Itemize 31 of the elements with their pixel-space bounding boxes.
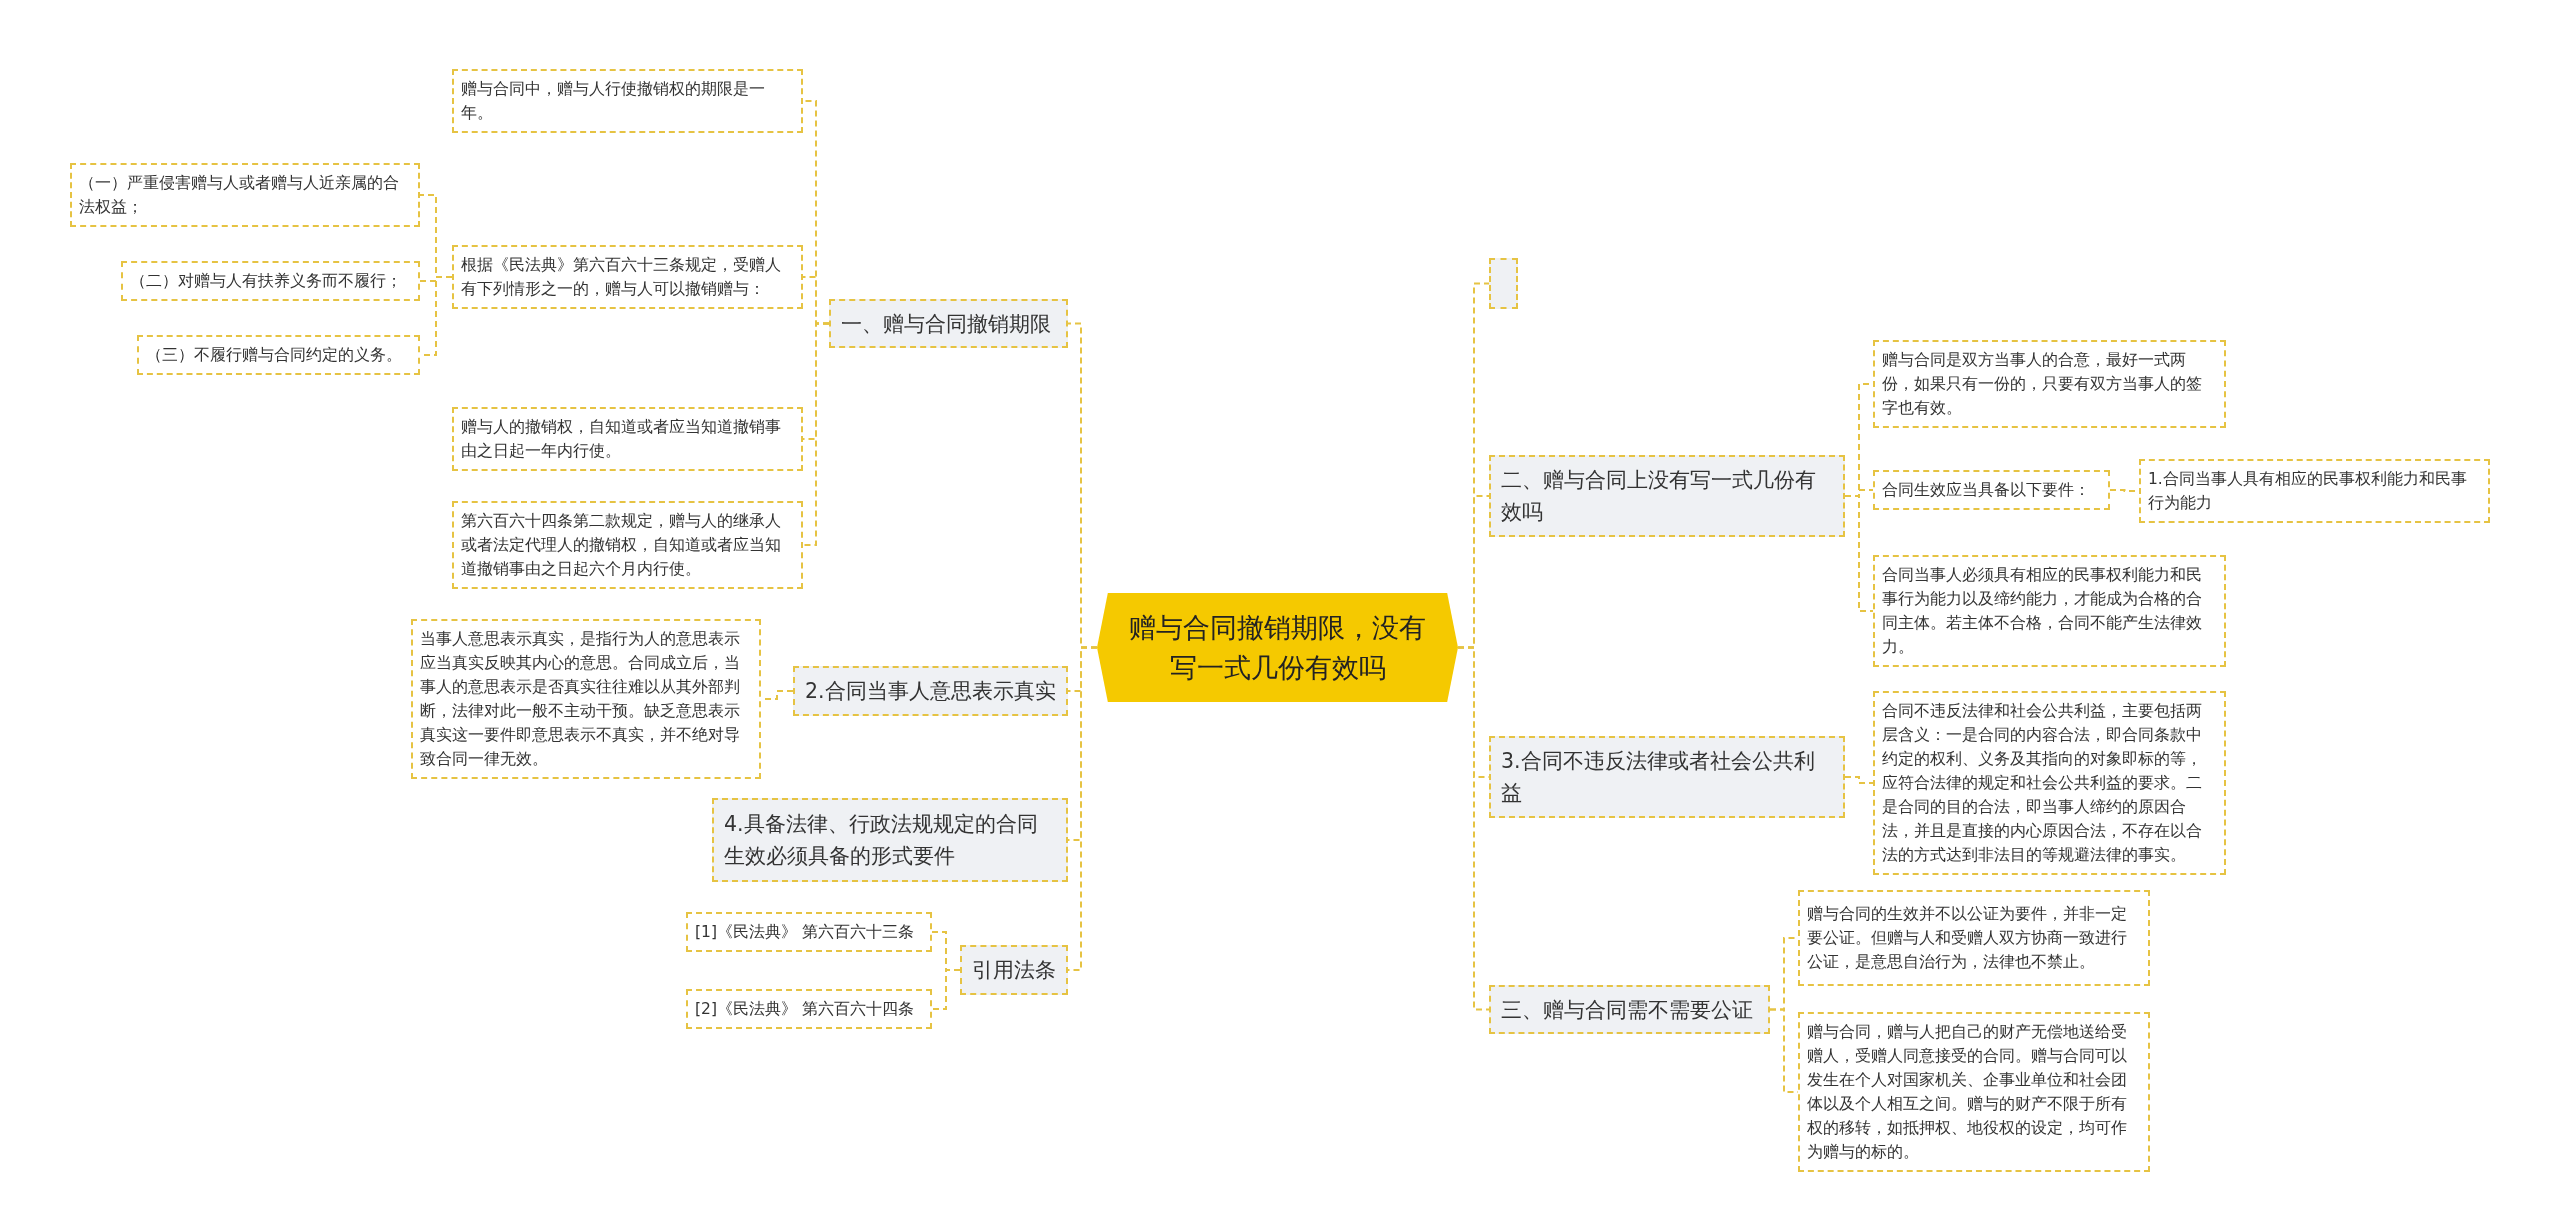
note-box: 合同当事人必须具有相应的民事权利能力和民事行为能力以及缔约能力，才能成为合格的合同主体。若主体不合格，合同不能产生法律效力。 <box>1873 555 2226 667</box>
note-box: 当事人意思表示真实，是指行为人的意思表示应当真实反映其内心的意思。合同成立后，当事人的意思表示是否真实往往难以从其外部判断，法律对此一般不主动干预。缺乏意思表示真实这一要件即意思表示不真实，并不绝对导致合同一律无效。 <box>411 619 761 779</box>
connector-line <box>1844 495 1874 612</box>
note-box: 1.合同当事人具有相应的民事权利能力和民事行为能力 <box>2139 459 2490 523</box>
note-box: 赠与合同中，赠与人行使撤销权的期限是一年。 <box>452 69 803 133</box>
note-box: （二）对赠与人有扶养义务而不履行； <box>121 261 420 301</box>
note-box: 第六百六十四条第二款规定，赠与人的继承人或者法定代理人的撤销权，自知道或者应当知道撤销事由之日起六个月内行使。 <box>452 501 803 589</box>
connector-line <box>931 969 961 1010</box>
central-topic: 赠与合同撤销期限，没有写一式几份有效吗 <box>1097 593 1458 702</box>
note-box: （三）不履行赠与合同约定的义务。 <box>137 335 420 375</box>
note-box: [1]《民法典》 第六百六十三条 <box>686 912 932 952</box>
connector-line <box>1844 776 1874 784</box>
connector-line <box>1457 646 1490 1011</box>
note-box: 赠与合同，赠与人把自己的财产无偿地送给受赠人，受赠人同意接受的合同。赠与合同可以发生在个人对国家机关、企事业单位和社会团体以及个人相互之间。赠与的财产不限于所有权的移转，如抵押权、地役权的设定，均可作为赠与的标的。 <box>1798 1012 2150 1172</box>
topic-box: 3.合同不违反法律或者社会公共利益 <box>1489 736 1845 818</box>
note-box: 赠与合同的生效并不以公证为要件，并非一定要公证。但赠与人和受赠人双方协商一致进行公证，是意思自治行为，法律也不禁止。 <box>1798 890 2150 986</box>
note-box: 赠与合同是双方当事人的合意，最好一式两份，如果只有一份的，只要有双方当事人的签字也有效。 <box>1873 340 2226 428</box>
topic-box: 2.合同当事人意思表示真实 <box>793 666 1068 716</box>
note-box: 赠与人的撤销权，自知道或者应当知道撤销事由之日起一年内行使。 <box>452 407 803 471</box>
topic-box: 一、赠与合同撤销期限 <box>829 299 1068 348</box>
note-box: [2]《民法典》 第六百六十四条 <box>686 989 932 1029</box>
topic-box: 引用法条 <box>960 945 1068 995</box>
topic-box: 4.具备法律、行政法规规定的合同生效必须具备的形式要件 <box>712 798 1068 882</box>
empty-box <box>1489 258 1518 309</box>
note-box: 合同不违反法律和社会公共利益，主要包括两层含义：一是合同的内容合法，即合同条款中约定的权利、义务及其指向的对象即标的等，应符合法律的规定和社会公共利益的要求。二是合同的目的合法，即当事人缔约的原因合法，并且是直接的内心原因合法，不存在以合法的方式达到非法目的等规避法律的事实。 <box>1873 691 2226 875</box>
note-box: 根据《民法典》第六百六十三条规定，受赠人有下列情形之一的，赠与人可以撤销赠与： <box>452 245 803 309</box>
note-box: 合同生效应当具备以下要件： <box>1873 470 2110 510</box>
note-box: （一）严重侵害赠与人或者赠与人近亲属的合法权益； <box>70 163 420 227</box>
connector-line <box>802 322 830 546</box>
topic-box: 三、赠与合同需不需要公证 <box>1489 985 1770 1034</box>
topic-box: 二、赠与合同上没有写一式几份有效吗 <box>1489 455 1845 537</box>
